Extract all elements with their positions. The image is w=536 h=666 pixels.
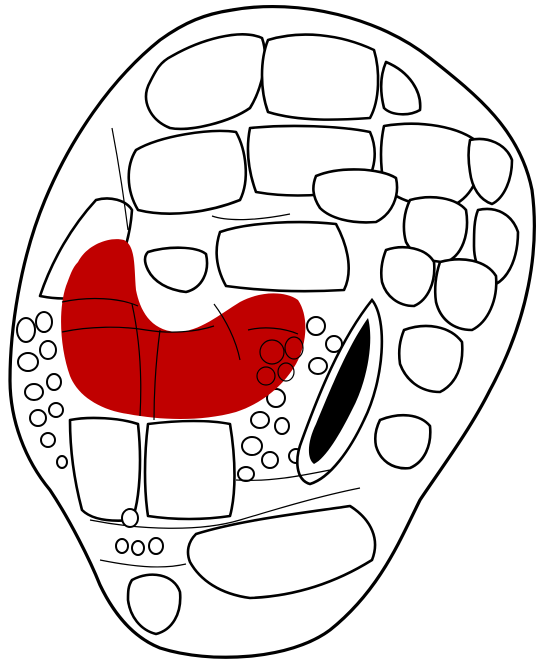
scale-left-lower (70, 418, 140, 521)
scale-below-eye-right (375, 415, 430, 468)
scale-center-lower (217, 222, 349, 291)
scale-prefrontal (262, 35, 378, 120)
scale-center-bottom (145, 421, 235, 519)
